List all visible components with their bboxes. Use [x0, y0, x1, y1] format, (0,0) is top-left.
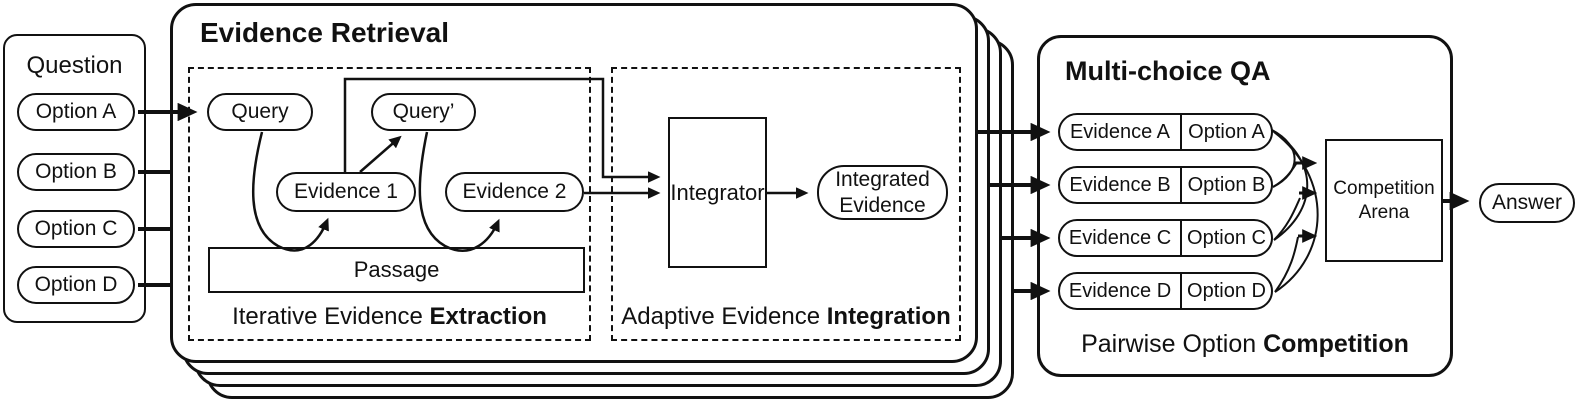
pairwise-competition-caption-bold: Competition [1263, 330, 1409, 358]
evidence-1-pill: Evidence 1 [276, 172, 416, 212]
competition-arena-line2: Arena [1358, 201, 1410, 223]
option-b-pill: Option B [17, 153, 135, 191]
passage-box: Passage [208, 247, 585, 293]
pair-d-evidence: Evidence D [1060, 274, 1182, 308]
answer-pill: Answer [1479, 183, 1575, 223]
pair-b-option: Option B [1187, 173, 1266, 196]
query-refined-pill: Query’ [371, 93, 476, 131]
pair-d-pill: Evidence D Option D [1058, 272, 1273, 310]
pairwise-competition-caption: Pairwise Option Competition [1037, 330, 1453, 359]
integrated-evidence-line2: Evidence [839, 193, 926, 217]
pair-c-pill: Evidence C Option C [1058, 219, 1273, 257]
evidence-2-pill: Evidence 2 [445, 172, 584, 212]
query-pill: Query [207, 93, 313, 131]
pair-a-pill: Evidence A Option A [1058, 113, 1273, 151]
iterative-extraction-box [188, 67, 591, 341]
competition-arena-line1: Competition [1333, 177, 1435, 199]
pair-c-option: Option C [1187, 226, 1266, 249]
pair-b-evidence: Evidence B [1060, 168, 1182, 202]
adaptive-integration-box [611, 67, 961, 341]
pairwise-competition-caption-regular: Pairwise Option [1081, 330, 1264, 358]
pair-a-option: Option A [1188, 120, 1265, 143]
integrated-evidence-pill: Integrated Evidence [817, 165, 948, 220]
evidence-retrieval-title: Evidence Retrieval [200, 17, 450, 48]
adaptive-integration-caption: Adaptive Evidence Integration [611, 303, 961, 331]
option-a-pill: Option A [17, 93, 135, 131]
pair-d-option: Option D [1187, 279, 1266, 302]
integrator-box: Integrator [668, 117, 767, 268]
iterative-extraction-caption: Iterative Evidence Extraction [188, 303, 591, 331]
pair-b-pill: Evidence B Option B [1058, 166, 1273, 204]
pair-c-evidence: Evidence C [1060, 221, 1182, 255]
iterative-extraction-caption-regular: Iterative Evidence [232, 303, 430, 330]
competition-arena-box: Competition Arena [1325, 139, 1443, 262]
pair-a-evidence: Evidence A [1060, 115, 1182, 149]
option-d-pill: Option D [17, 266, 135, 304]
option-c-pill: Option C [17, 210, 135, 248]
multi-choice-qa-title: Multi-choice QA [1065, 56, 1271, 86]
adaptive-integration-caption-regular: Adaptive Evidence [621, 303, 827, 330]
integrated-evidence-line1: Integrated [835, 167, 930, 191]
iterative-extraction-caption-bold: Extraction [429, 303, 547, 330]
question-title: Question [26, 52, 123, 79]
adaptive-integration-caption-bold: Integration [826, 303, 951, 330]
